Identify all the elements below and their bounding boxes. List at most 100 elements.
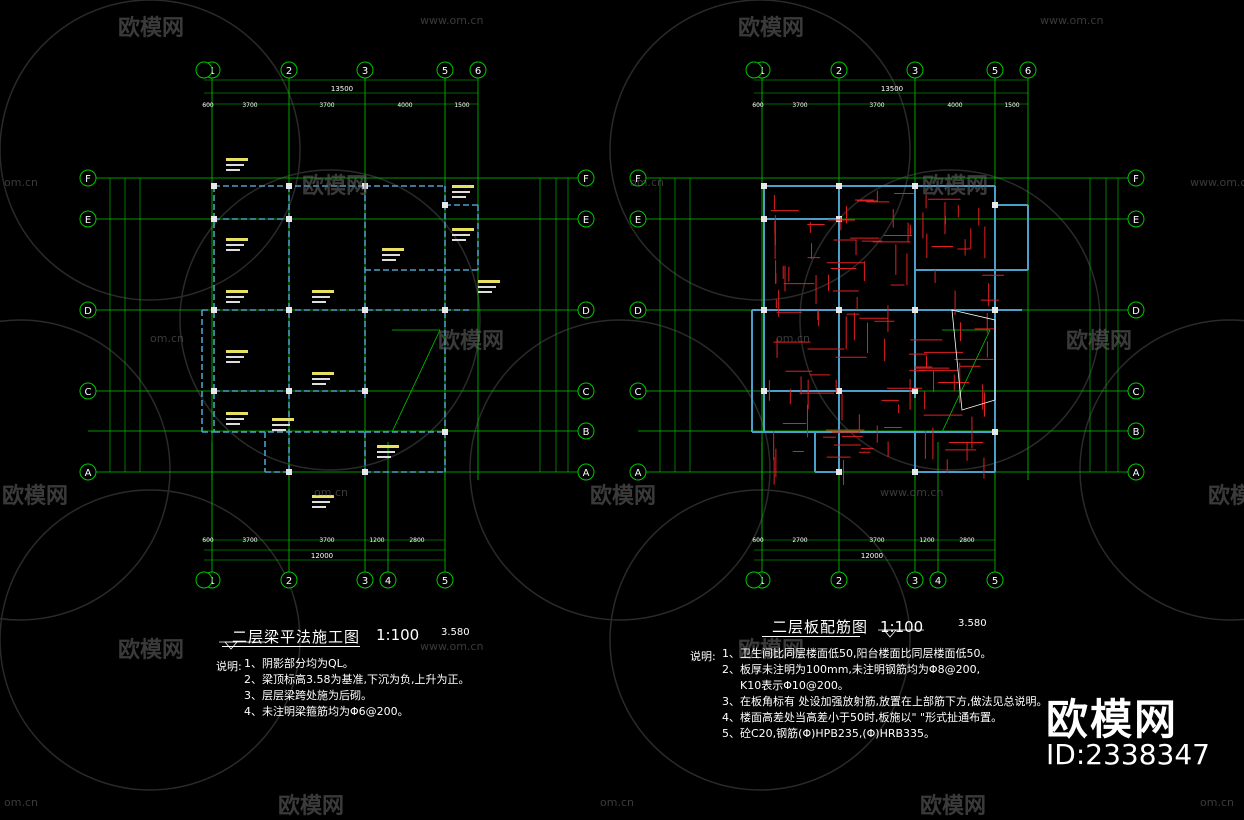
dimension-text: 3700 — [869, 537, 884, 544]
watermark-logo: 欧模网 — [920, 794, 987, 819]
beam-label-mark — [452, 191, 470, 193]
watermark-logo: 欧模网 — [1208, 484, 1244, 509]
dimension-text: 1200 — [919, 537, 934, 544]
column-block — [362, 469, 368, 475]
column-block — [286, 469, 292, 475]
axis-bubble — [356, 61, 374, 79]
axis-bubble — [436, 571, 454, 589]
right-note-2: 2、板厚未注明为100mm,未注明钢筋均为Φ8@200, — [722, 663, 981, 676]
dimension-text: 13500 — [881, 85, 903, 93]
axis-bubble — [356, 571, 374, 589]
watermark-url: om.cn — [1200, 796, 1234, 809]
column-block — [836, 307, 842, 313]
column-block — [912, 469, 918, 475]
beam-label-mark — [226, 158, 248, 161]
dimension-text: 2800 — [959, 537, 974, 544]
column-block — [912, 307, 918, 313]
beam-label-mark — [226, 244, 244, 246]
axis-label: A — [583, 468, 590, 479]
watermark-url: www.om.cn — [1190, 176, 1244, 189]
beam-label-mark — [452, 239, 466, 241]
dimension-text: 3700 — [319, 102, 334, 109]
left-notes-label: 说明: — [216, 660, 242, 673]
axis-bubble — [577, 382, 595, 400]
axis-label: 2 — [286, 66, 292, 77]
dimension-text: 4000 — [947, 102, 962, 109]
axis-label: D — [1132, 306, 1140, 317]
dimension-text: 3700 — [792, 102, 807, 109]
watermark-logo: 欧模网 — [922, 174, 989, 199]
axis-bubble — [577, 301, 595, 319]
dimension-text: 3700 — [242, 537, 257, 544]
dimension-text: 3700 — [242, 102, 257, 109]
left-note-3: 3、层层梁跨处施为后砌。 — [244, 689, 372, 702]
dimension-text: 600 — [202, 537, 214, 544]
axis-bubble — [1127, 382, 1145, 400]
axis-bubble — [629, 169, 647, 187]
beam-label-mark — [312, 372, 334, 375]
title-underline — [222, 646, 360, 647]
axis-bubble — [436, 61, 454, 79]
beam-label-mark — [377, 445, 399, 448]
watermark-logo: 欧模网 — [590, 484, 657, 509]
stair-line — [391, 329, 441, 433]
left-plan-elevation: 3.580 — [441, 627, 470, 638]
dimension-text: 4000 — [397, 102, 412, 109]
axis-label: 2 — [836, 576, 842, 587]
watermark-arc — [0, 0, 301, 301]
column-block — [836, 216, 842, 222]
axis-label: A — [1133, 468, 1140, 479]
dimension-text: 2700 — [792, 537, 807, 544]
dimension-text: 2800 — [409, 537, 424, 544]
axis-bubble — [629, 210, 647, 228]
beam-label-mark — [312, 501, 330, 503]
watermark-url: www.om.cn — [1040, 14, 1104, 27]
beam-label-mark — [478, 286, 496, 288]
watermark-arc — [0, 489, 301, 791]
axis-label: E — [583, 215, 589, 226]
beam-label-mark — [377, 456, 391, 458]
axis-label: E — [1133, 215, 1139, 226]
axis-bubble — [577, 422, 595, 440]
dimension-text: 13500 — [331, 85, 353, 93]
column-block — [992, 307, 998, 313]
beam-label-mark — [312, 495, 334, 498]
axis-label: D — [84, 306, 92, 317]
dimension-text: 600 — [752, 537, 764, 544]
beam-label-mark — [226, 356, 244, 358]
axis-label: 2 — [286, 576, 292, 587]
column-block — [836, 388, 842, 394]
axis-bubble — [830, 571, 848, 589]
watermark-url: om.cn — [4, 176, 38, 189]
right-plan-scale: 1:100 — [880, 618, 924, 636]
watermark-url: om.cn — [600, 796, 634, 809]
right-notes-label: 说明: — [690, 650, 716, 663]
dimension-text: 1500 — [1004, 102, 1019, 109]
left-note-4: 4、未注明梁箍筋均为Φ6@200。 — [244, 705, 409, 718]
beam-label-mark — [382, 248, 404, 251]
beam-label-mark — [226, 418, 244, 420]
column-block — [286, 388, 292, 394]
axis-label: C — [85, 387, 92, 398]
column-block — [286, 307, 292, 313]
axis-bubble — [577, 169, 595, 187]
watermark-logo: 欧模网 — [118, 638, 185, 663]
beam-label-mark — [226, 301, 240, 303]
axis-bubble — [629, 463, 647, 481]
beam-label-mark — [377, 451, 395, 453]
axis-bubble — [577, 463, 595, 481]
axis-bubble — [195, 571, 213, 589]
watermark-arc — [0, 319, 171, 621]
dimension-text: 3700 — [869, 102, 884, 109]
axis-label: 3 — [912, 66, 918, 77]
axis-bubble — [986, 571, 1004, 589]
dimension-text: 12000 — [861, 552, 883, 560]
watermark-arc — [179, 169, 481, 471]
beam-label-mark — [272, 418, 294, 421]
axis-label: 5 — [992, 576, 998, 587]
watermark-url: om.cn — [630, 176, 664, 189]
axis-bubble — [79, 382, 97, 400]
beam-label-mark — [452, 196, 466, 198]
axis-label: C — [1133, 387, 1140, 398]
axis-label: 5 — [992, 66, 998, 77]
